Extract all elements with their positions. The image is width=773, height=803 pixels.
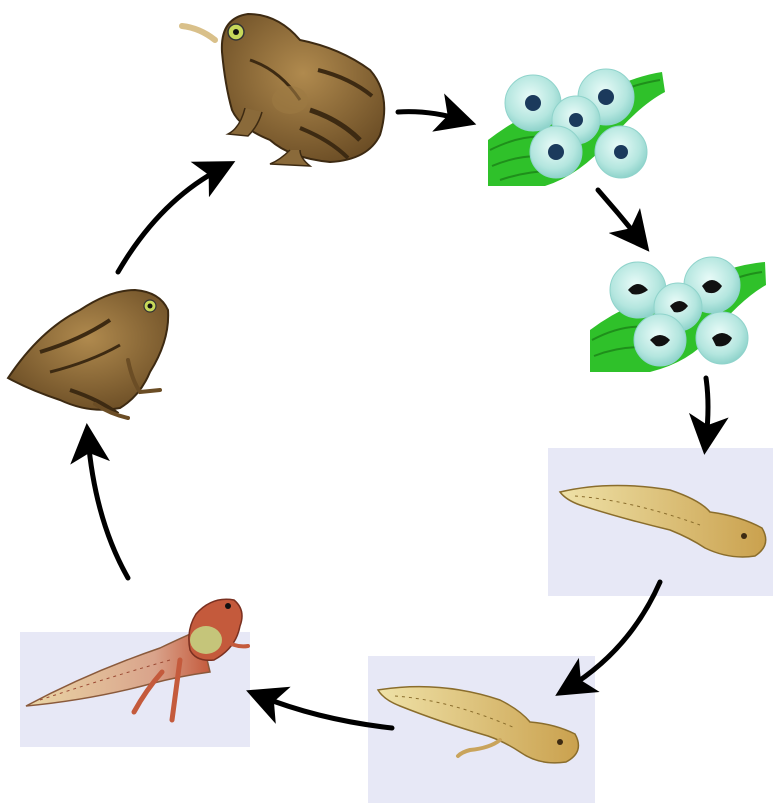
arrow-eggs-to-embryos	[598, 190, 640, 240]
froglet-tail-icon	[20, 599, 250, 747]
arrow-froglet-to-young-frog	[88, 438, 128, 578]
tadpole-hind-legs-icon	[368, 656, 595, 803]
arrow-frog-to-eggs	[398, 112, 462, 120]
frog-eggs-icon	[488, 69, 665, 186]
arrow-young-frog-to-adult	[118, 168, 222, 272]
adult-frog-icon	[182, 14, 384, 166]
arrow-embryos-to-tadpole	[706, 378, 708, 440]
tadpole-icon	[548, 448, 773, 596]
young-frog-icon	[8, 290, 168, 418]
embryo-eggs-icon	[590, 257, 766, 372]
